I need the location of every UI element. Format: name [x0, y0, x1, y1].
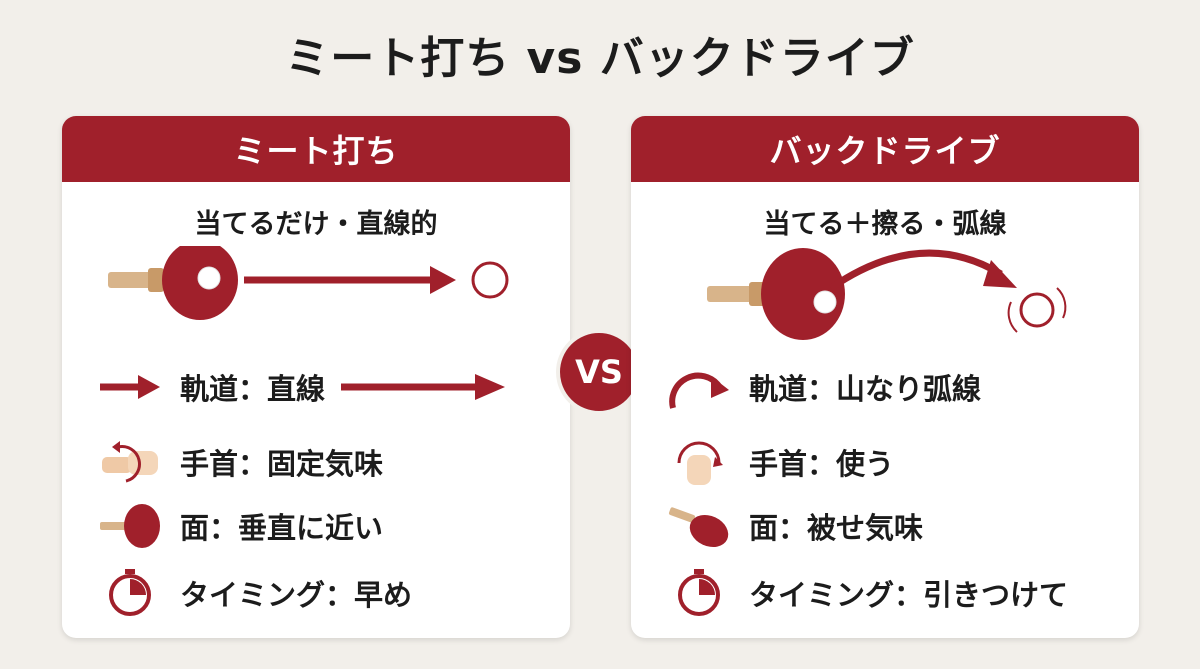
paddle-vertical-icon — [98, 501, 162, 551]
row-face-label: 面：被せ気味 — [749, 511, 924, 545]
row-face: 面：垂直に近い — [98, 501, 383, 551]
row-timing: タイミング：早め — [98, 568, 412, 618]
meat-card-subtitle: 当てるだけ・直線的 — [194, 209, 438, 240]
backdrive-card-subtitle: 当てる＋擦る・弧線 — [763, 209, 1007, 240]
backdrive-card-header: バックドライブ — [631, 116, 1139, 182]
row-wrist: 手首：固定気味 — [98, 437, 383, 487]
row-timing: タイミング：引きつけて — [667, 568, 1068, 618]
row-trajectory: 軌道：山なり弧線 — [667, 362, 981, 412]
row-wrist-label: 手首：使う — [749, 447, 895, 481]
paddle-icon — [108, 246, 238, 320]
meat-card: ミート打ち 当てるだけ・直線的 軌道：直線 — [62, 116, 570, 638]
meat-illustration — [108, 246, 509, 320]
row-wrist: 手首：使う — [667, 437, 894, 487]
stopwatch-icon — [98, 568, 162, 618]
curved-arrow-icon — [667, 362, 731, 412]
ball-icon — [471, 261, 509, 299]
straight-arrow-icon — [98, 362, 162, 412]
paddle-icon — [707, 248, 845, 340]
stopwatch-icon — [667, 568, 731, 618]
row-face: 面：被せ気味 — [667, 501, 923, 551]
backdrive-card: バックドライブ 当てる＋擦る・弧線 軌道：山なり弧線 — [631, 116, 1139, 638]
row-trajectory: 軌道：直線 — [98, 362, 509, 412]
long-arrow-icon — [341, 374, 506, 400]
wrist-fixed-icon — [98, 437, 162, 487]
backdrive-illustration — [707, 248, 1067, 340]
row-timing-label: タイミング：早め — [180, 578, 413, 612]
row-trajectory-label: 軌道：直線 — [180, 372, 326, 406]
curved-arrow-icon — [829, 249, 1017, 291]
row-trajectory-label: 軌道：山なり弧線 — [749, 372, 982, 406]
row-timing-label: タイミング：引きつけて — [749, 578, 1069, 612]
vs-badge: VS — [556, 329, 642, 415]
row-wrist-label: 手首：固定気味 — [180, 447, 384, 481]
page-title: ミート打ち vs バックドライブ — [285, 33, 915, 84]
meat-card-header: ミート打ち — [62, 116, 570, 182]
spinning-ball-icon — [1007, 287, 1067, 333]
row-face-label: 面：垂直に近い — [180, 511, 384, 545]
wrist-rotate-icon — [667, 437, 731, 487]
paddle-tilted-icon — [667, 501, 731, 551]
straight-arrow-icon — [244, 266, 456, 294]
